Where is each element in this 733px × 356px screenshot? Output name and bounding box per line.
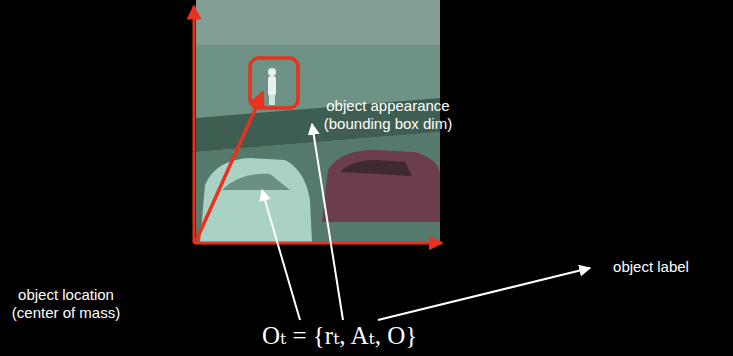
annotation-label: object location (center of mass): [4, 286, 128, 322]
red-car: [322, 150, 440, 222]
formula-text: Oₜ = {rₜ, Aₜ, O}: [262, 322, 417, 350]
photo-street: [196, 0, 440, 45]
bounding-box: [250, 58, 298, 108]
y-axis: [193, 6, 196, 243]
car-window: [222, 174, 290, 190]
location-vector: [196, 92, 263, 241]
car-window: [340, 160, 412, 176]
leader-line: [378, 268, 590, 320]
annotation-label: object label: [596, 258, 706, 276]
photo-pavement: [196, 132, 440, 243]
person-body: [268, 76, 276, 96]
annotation-label: object appearance (bounding box dim): [318, 97, 458, 133]
person-legs: [269, 95, 275, 105]
leader-line: [262, 190, 300, 320]
white-car: [200, 158, 312, 243]
person-head: [268, 68, 276, 76]
leader-line: [312, 124, 343, 320]
x-axis: [194, 242, 442, 245]
